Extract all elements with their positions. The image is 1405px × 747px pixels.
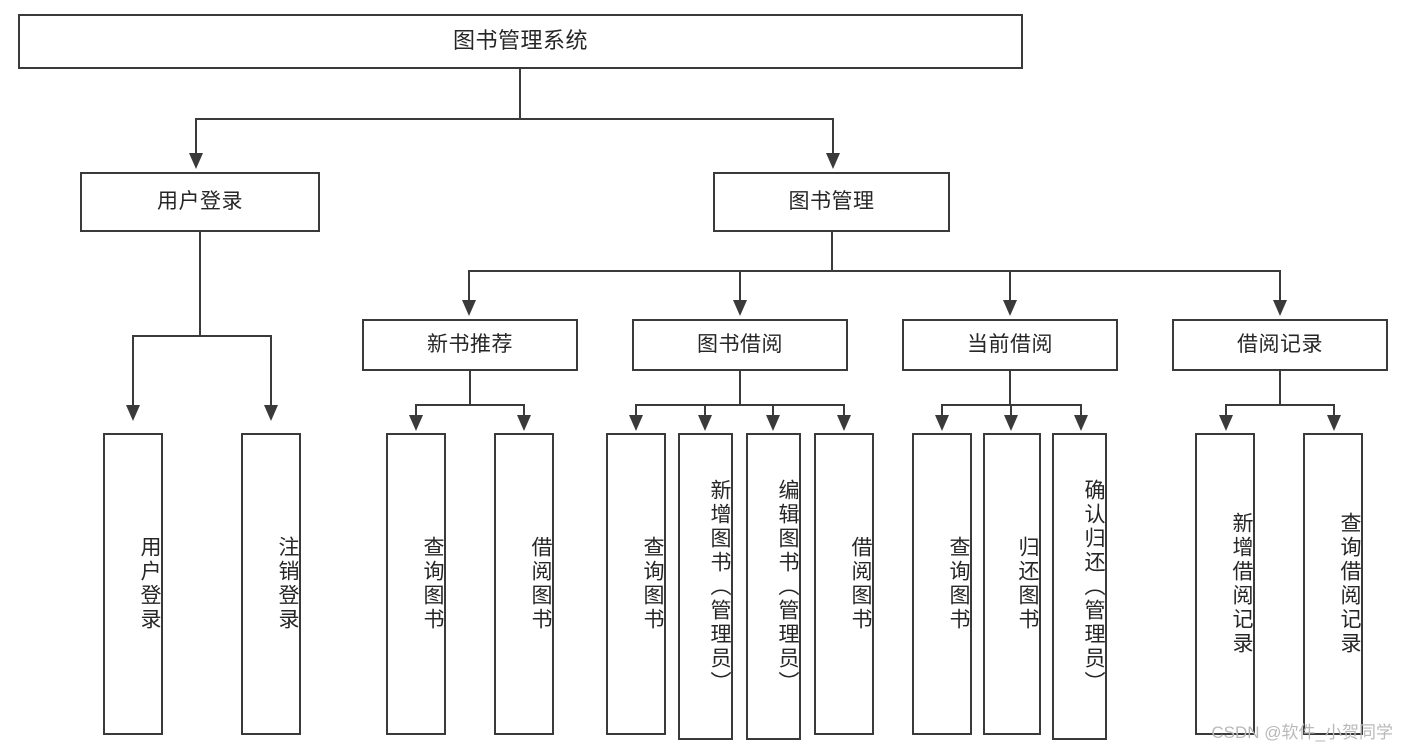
edge-borrow-records-child-1	[1225, 404, 1227, 418]
edge-book-borrow-child-1	[635, 404, 637, 418]
leaf-user-login[interactable]: 用户登录	[103, 433, 163, 735]
edge-borrow-records-stem	[1279, 371, 1281, 405]
edge-book-borrow-stem	[739, 371, 741, 405]
edge-level3-bus	[469, 270, 1281, 272]
edge-current-borrow-child-3	[1080, 404, 1082, 418]
leaf-borrow-book-recommend[interactable]: 借阅图书	[494, 433, 554, 735]
edge-to-new-book	[468, 270, 470, 303]
edge-book-borrow-bus	[636, 404, 845, 406]
arrowhead-borrow-records	[1273, 300, 1287, 316]
edge-book-borrow-child-3	[772, 404, 774, 418]
arrowhead-current-borrow-child-2	[1004, 415, 1018, 431]
leaf-edit-book-admin[interactable]: 编辑图书（管理员）	[746, 433, 801, 740]
arrowhead-book-manage	[826, 153, 840, 169]
arrowhead-user-login	[189, 153, 203, 169]
arrowhead-current-borrow-child-3	[1074, 415, 1088, 431]
leaf-return-book[interactable]: 归还图书	[983, 433, 1041, 735]
arrowhead-borrow-records-child-2	[1327, 415, 1341, 431]
edge-to-book-manage	[832, 118, 834, 156]
arrowhead-book-borrow-child-1	[629, 415, 643, 431]
edge-new-book-bus	[416, 404, 525, 406]
edge-current-borrow-bus	[942, 404, 1082, 406]
edge-user-login-child-1	[132, 335, 134, 408]
arrowhead-new-book-child-2	[517, 415, 531, 431]
arrowhead-new-book-child-1	[409, 415, 423, 431]
edge-book-manage-stem	[831, 232, 833, 271]
leaf-confirm-return-admin[interactable]: 确认归还（管理员）	[1052, 433, 1107, 740]
arrowhead-borrow-records-child-1	[1219, 415, 1233, 431]
edge-new-book-stem	[469, 371, 471, 405]
edge-to-book-borrow	[739, 270, 741, 303]
edge-borrow-records-bus	[1226, 404, 1335, 406]
node-user-login[interactable]: 用户登录	[80, 172, 320, 232]
edge-to-borrow-records	[1279, 270, 1281, 303]
leaf-query-borrow-record[interactable]: 查询借阅记录	[1303, 433, 1363, 735]
node-borrow-records[interactable]: 借阅记录	[1172, 319, 1388, 371]
arrowhead-book-borrow-child-2	[698, 415, 712, 431]
edge-to-user-login	[195, 118, 197, 156]
edge-book-borrow-child-4	[843, 404, 845, 418]
leaf-add-book-admin[interactable]: 新增图书（管理员）	[678, 433, 733, 740]
arrowhead-user-login-child-1	[126, 405, 140, 421]
arrowhead-current-borrow	[1003, 300, 1017, 316]
edge-book-borrow-child-2	[704, 404, 706, 418]
leaf-query-book-borrow[interactable]: 查询图书	[606, 433, 666, 735]
arrowhead-new-book	[462, 300, 476, 316]
leaf-logout[interactable]: 注销登录	[241, 433, 301, 735]
node-current-borrow[interactable]: 当前借阅	[902, 319, 1118, 371]
arrowhead-user-login-child-2	[264, 405, 278, 421]
leaf-borrow-book[interactable]: 借阅图书	[814, 433, 874, 735]
arrowhead-book-borrow-child-3	[766, 415, 780, 431]
edge-current-borrow-child-1	[941, 404, 943, 418]
edge-root-stem	[519, 69, 521, 119]
leaf-add-borrow-record[interactable]: 新增借阅记录	[1195, 433, 1255, 735]
edge-user-login-bus	[133, 335, 272, 337]
edge-borrow-records-child-2	[1333, 404, 1335, 418]
node-new-book-recommend[interactable]: 新书推荐	[362, 319, 578, 371]
node-book-borrow[interactable]: 图书借阅	[632, 319, 848, 371]
node-book-manage[interactable]: 图书管理	[713, 172, 950, 232]
leaf-query-book-recommend[interactable]: 查询图书	[386, 433, 446, 735]
node-root-system[interactable]: 图书管理系统	[18, 14, 1023, 69]
edge-level2-bus	[196, 118, 834, 120]
edge-user-login-child-2	[270, 335, 272, 408]
arrowhead-book-borrow	[733, 300, 747, 316]
leaf-query-book-current[interactable]: 查询图书	[912, 433, 972, 735]
edge-new-book-child-1	[415, 404, 417, 418]
edge-new-book-child-2	[523, 404, 525, 418]
edge-current-borrow-stem	[1009, 371, 1011, 405]
edge-current-borrow-child-2	[1010, 404, 1012, 418]
edge-to-current-borrow	[1009, 270, 1011, 303]
arrowhead-current-borrow-child-1	[935, 415, 949, 431]
arrowhead-book-borrow-child-4	[837, 415, 851, 431]
edge-user-login-stem	[199, 232, 201, 336]
